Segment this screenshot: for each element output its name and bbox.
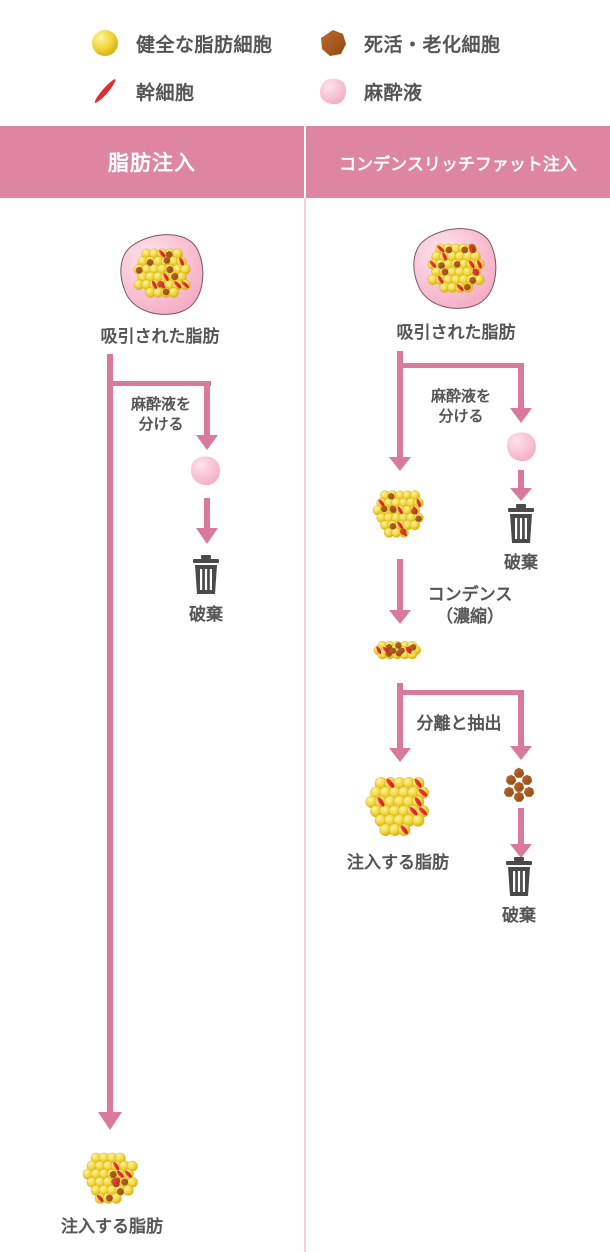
- right-discard-label-2: 破棄: [502, 906, 536, 926]
- left-column-header: 脂肪注入: [0, 126, 304, 198]
- legend-anesthetic-label: 麻酔液: [364, 81, 423, 104]
- column-divider: [304, 198, 306, 1252]
- stem-cell-icon: [94, 79, 116, 103]
- left-aspirated-fat-label: 吸引された脂肪: [100, 327, 220, 347]
- left-anesthetic-blob-icon: [191, 456, 220, 486]
- legend-dead-aged-cell: 死活・老化細胞: [318, 28, 501, 58]
- right-column-header: コンデンスリッチファット注入: [306, 126, 610, 198]
- legend-healthy-fat-cell: 健全な脂肪細胞: [90, 28, 273, 58]
- left-trash-icon: [193, 555, 219, 594]
- left-injected-fat-label: 注入する脂肪: [61, 1217, 163, 1237]
- right-separate-extract-label: 分離と抽出: [416, 714, 502, 734]
- legend-anesthetic: 麻酔液: [318, 76, 423, 106]
- legend-stem-cell: 幹細胞: [90, 76, 195, 106]
- anesthetic-icon: [320, 78, 347, 105]
- legend-healthy-fat-cell-label: 健全な脂肪細胞: [136, 33, 273, 56]
- right-separated-fat-icon: [372, 490, 424, 538]
- right-anesthetic-blob-icon: [507, 432, 536, 462]
- right-condensed-fat-icon: [373, 641, 421, 660]
- right-flow-arrows: [389, 351, 532, 858]
- right-injected-fat-label: 注入する脂肪: [347, 853, 449, 873]
- dead-cell-icon: [321, 30, 346, 56]
- left-separate-line2: 分ける: [138, 415, 184, 433]
- right-condense-line1: コンデンス: [427, 585, 513, 605]
- left-injected-fat-icon: [82, 1152, 138, 1204]
- right-separate-line1: 麻酔液を: [430, 387, 491, 405]
- right-aspirated-fat-label: 吸引された脂肪: [396, 323, 516, 343]
- right-discard-label-1: 破棄: [504, 553, 538, 573]
- right-condense-line2: （濃縮）: [436, 607, 504, 627]
- right-trash-icon-1: [508, 504, 534, 543]
- right-column-title: コンデンスリッチファット注入: [339, 154, 577, 175]
- right-aspirated-fat-icon: [413, 228, 497, 309]
- left-separate-line1: 麻酔液を: [130, 395, 191, 413]
- left-separate-anesthetic-label: 麻酔液を 分ける: [113, 394, 209, 434]
- right-trash-icon-2: [506, 857, 532, 896]
- healthy-fat-cell-icon: [92, 30, 118, 56]
- legend-stem-cell-label: 幹細胞: [136, 81, 195, 104]
- right-condense-label: コンデンス （濃縮）: [405, 584, 535, 628]
- left-discard-label: 破棄: [189, 605, 223, 625]
- right-separate-anesthetic-label: 麻酔液を 分ける: [413, 386, 509, 426]
- left-flow-arrows: [98, 354, 218, 1130]
- legend-dead-aged-cell-label: 死活・老化細胞: [364, 33, 501, 56]
- left-column-title: 脂肪注入: [108, 151, 196, 175]
- left-aspirated-fat-icon: [120, 234, 204, 315]
- right-injected-fat-icon: [365, 777, 429, 836]
- right-separate-line2: 分ける: [438, 407, 484, 425]
- right-dead-cells-icon: [503, 767, 535, 802]
